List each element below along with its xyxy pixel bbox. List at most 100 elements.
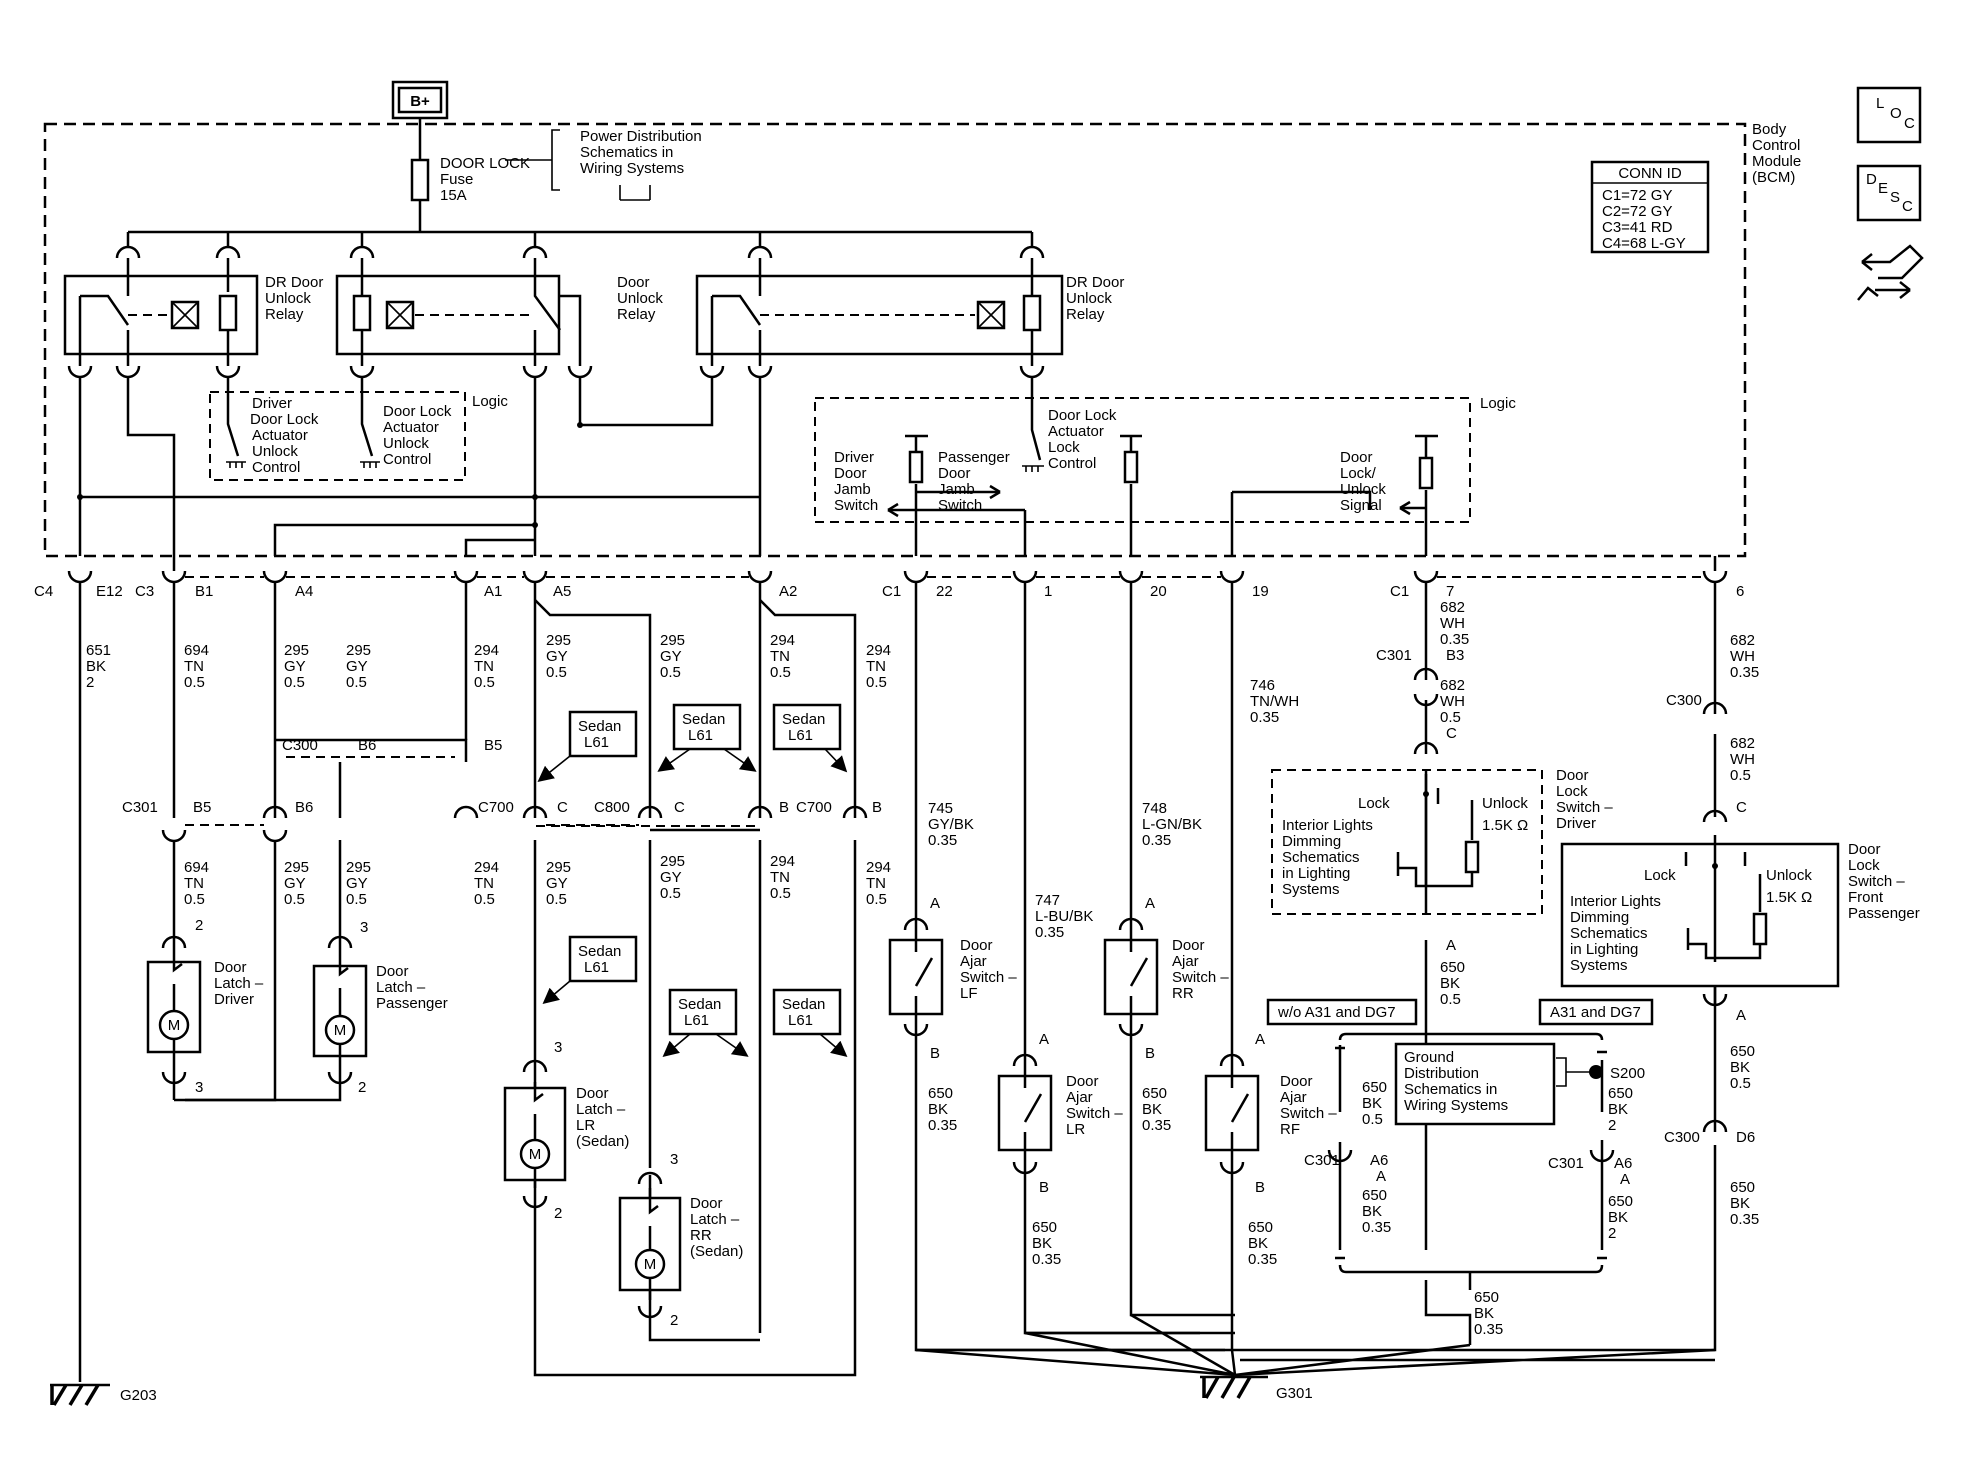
svg-text:Ajar: Ajar [960,953,987,970]
svg-text:A: A [930,895,940,912]
svg-text:0.35: 0.35 [1035,924,1064,941]
svg-text:M: M [529,1146,542,1163]
svg-text:in Lighting: in Lighting [1570,941,1638,958]
svg-text:Latch –: Latch – [690,1211,740,1228]
svg-text:BK: BK [1474,1305,1494,1322]
svg-text:RF: RF [1280,1121,1300,1138]
svg-text:294: 294 [770,853,795,870]
svg-text:Actuator: Actuator [252,427,308,444]
svg-text:L61: L61 [688,727,713,744]
svg-text:O: O [1890,105,1902,122]
svg-text:0.5: 0.5 [1440,991,1461,1008]
svg-text:TN: TN [184,875,204,892]
svg-text:BK: BK [928,1101,948,1118]
svg-text:682: 682 [1440,677,1465,694]
svg-text:Schematics in: Schematics in [580,144,673,161]
svg-text:GY: GY [660,869,682,886]
bcm-pin-labels: C4 E12 C3 B1 A4 A1 A5 A2 C1 22 1 20 19 C… [34,583,1744,600]
svg-text:C301: C301 [1376,647,1412,664]
svg-text:RR: RR [690,1227,712,1244]
svg-text:M: M [168,1017,181,1034]
svg-text:Lock: Lock [1556,783,1588,800]
svg-text:C: C [1446,725,1457,742]
svg-text:2: 2 [358,1079,366,1096]
svg-text:A4: A4 [295,583,313,600]
logic-left-labels: Driver Door Lock Actuator Unlock Control… [250,395,452,476]
svg-text:7: 7 [1446,583,1454,600]
svg-text:Sedan: Sedan [782,996,825,1013]
svg-text:BK: BK [1608,1209,1628,1226]
svg-text:Interior Lights: Interior Lights [1282,817,1373,834]
relay-3: DR Door Unlock Relay [695,258,1124,356]
svg-text:C1=72 GY: C1=72 GY [1602,187,1672,204]
svg-text:0.5: 0.5 [284,674,305,691]
svg-text:A1: A1 [484,583,502,600]
svg-text:651: 651 [86,642,111,659]
svg-text:L-BU/BK: L-BU/BK [1035,908,1093,925]
svg-text:LR: LR [1066,1121,1085,1138]
svg-text:650: 650 [1142,1085,1167,1102]
svg-text:GY/BK: GY/BK [928,816,974,833]
svg-text:Front: Front [1848,889,1884,906]
svg-text:650: 650 [1474,1289,1499,1306]
battery-label: B+ [410,93,430,110]
svg-text:Door: Door [938,465,971,482]
svg-text:Body: Body [1752,121,1787,138]
svg-text:1: 1 [1044,583,1052,600]
svg-text:295: 295 [546,632,571,649]
svg-text:WH: WH [1730,648,1755,665]
svg-text:Wiring Systems: Wiring Systems [580,160,684,177]
desc-badge[interactable]: D E S C [1856,164,1922,222]
svg-text:C: C [1736,799,1747,816]
svg-text:0.5: 0.5 [1730,1075,1751,1092]
svg-text:0.5: 0.5 [474,674,495,691]
svg-text:650: 650 [1608,1085,1633,1102]
svg-text:650: 650 [1248,1219,1273,1236]
svg-text:in Lighting: in Lighting [1282,865,1350,882]
svg-text:3: 3 [360,919,368,936]
svg-text:746: 746 [1250,677,1275,694]
svg-text:Lock: Lock [1848,857,1880,874]
svg-text:A31 and DG7: A31 and DG7 [1550,1004,1641,1021]
svg-text:Unlock: Unlock [617,290,663,307]
svg-text:C800: C800 [594,799,630,816]
svg-text:C301: C301 [1548,1155,1584,1172]
svg-text:Signal: Signal [1340,497,1382,514]
svg-text:Door: Door [1066,1073,1099,1090]
svg-text:Systems: Systems [1570,957,1628,974]
svg-text:650: 650 [1032,1219,1057,1236]
svg-text:0.5: 0.5 [474,891,495,908]
svg-text:650: 650 [1608,1193,1633,1210]
relay-1: DR Door Unlock Relay [63,258,323,356]
svg-text:0.35: 0.35 [928,832,957,849]
svg-text:2: 2 [670,1312,678,1329]
svg-text:Schematics: Schematics [1570,925,1648,942]
wrench-arrows-icon[interactable] [1857,244,1924,301]
svg-text:748: 748 [1142,800,1167,817]
svg-text:G301: G301 [1276,1385,1313,1402]
svg-text:Unlock: Unlock [265,290,311,307]
svg-text:C4: C4 [34,583,53,600]
svg-text:650: 650 [928,1085,953,1102]
svg-text:w/o A31 and DG7: w/o A31 and DG7 [1277,1004,1396,1021]
svg-text:B5: B5 [484,737,502,754]
svg-text:LF: LF [960,985,978,1002]
svg-text:A6: A6 [1370,1152,1388,1169]
loc-badge[interactable]: L O C [1856,86,1922,144]
svg-text:Sedan: Sedan [578,718,621,735]
svg-text:DR Door: DR Door [1066,274,1124,291]
svg-text:A: A [1446,937,1456,954]
svg-text:2: 2 [554,1205,562,1222]
connector-labels: C300 B6 B5 C301 B5 B6 C700 C C800 C B C7… [122,647,1755,1329]
svg-text:BK: BK [1730,1195,1750,1212]
door-latch-rr: M Door Latch – RR (Sedan) [618,1175,743,1300]
svg-text:Module: Module [1752,153,1801,170]
svg-text:0.35: 0.35 [1250,709,1279,726]
option-label-without: w/o A31 and DG7 [1266,998,1418,1026]
svg-text:BK: BK [1440,975,1460,992]
svg-text:295: 295 [284,859,309,876]
svg-text:295: 295 [346,859,371,876]
svg-text:B: B [1145,1045,1155,1062]
svg-text:0.35: 0.35 [1142,832,1171,849]
